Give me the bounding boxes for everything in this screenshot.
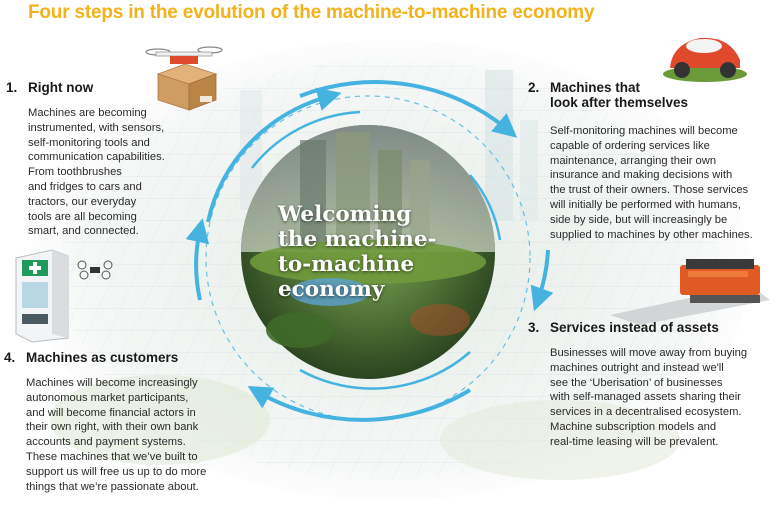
step-body-line: tractors, our everyday [28,195,137,208]
pharmacy-vending-machine [15,249,69,343]
step-heading-line: look after themselves [550,95,689,110]
step-body-line: with self-managed assets sharing their [550,391,741,404]
step-1: 1. Right now Machines are becoming instr… [6,80,191,240]
step-body: Machines are becoming instrumented, with… [28,106,188,239]
center-heading-line: Welcoming [278,202,412,227]
step-body-line: These machines that we’ve built to [26,450,198,463]
center-heading: Welcoming the machine- to-machine econom… [278,202,468,302]
step-body-line: will initially be performed with humans, [550,198,741,211]
step-4: 4. Machines as customers Machines will b… [4,350,244,500]
step-body-line: maintenance, arranging their own [550,154,717,167]
step-body-line: instrumented, with sensors, [28,121,165,134]
road-paving-machine [610,259,770,325]
step-heading: Services instead of assets [550,320,719,335]
step-number: 3. [528,320,540,335]
step-body-line: support us will free us up to do more [26,465,207,478]
step-body-line: capable of ordering services like [550,139,710,152]
step-number: 4. [4,350,16,365]
step-heading: Right now [28,80,94,95]
step-heading: Machines as customers [26,350,179,365]
step-body: Machines will become increasingly autono… [26,376,244,494]
step-body-line: Machines are becoming [28,107,147,119]
step-body-line: and fridges to cars and [28,180,142,193]
drone-delivery-parcel [145,46,223,111]
step-body-line: real-time leasing will be prevalent. [550,435,719,448]
center-heading-line: the machine- [278,227,437,252]
page-title: Four steps in the evolution of the machi… [28,2,595,23]
step-number: 2. [528,80,540,95]
step-body-line: accounts and payment systems. [26,436,186,449]
step-heading: Machines that look after themselves [550,80,750,110]
step-body-line: machines outright and instead we'll [550,361,724,374]
step-body-line: From toothbrushes [28,166,122,179]
step-body-line: communication capabilities. [28,151,165,164]
step-body-line: the trust of their owners. Those service… [550,184,749,197]
step-number: 1. [6,80,18,95]
step-body-line: smart, and connected. [28,225,139,238]
step-body: Self-monitoring machines will become cap… [550,124,778,242]
step-body-line: insurance and making decisions with [550,169,733,182]
step-body-line: their own right, with their own bank [26,421,199,434]
step-body-line: self-monitoring tools and [28,136,150,149]
step-body-line: tools are all becoming [28,210,137,223]
step-body-line: see the ‘Uberisation’ of businesses [550,376,723,389]
step-body-line: Self-monitoring machines will become [550,125,738,137]
step-body-line: services in a decentralised ecosystem. [550,406,742,419]
step-body-line: and will become financial actors in [26,406,196,419]
step-body-line: supplied to machines by other machines. [550,228,753,241]
center-heading-line: economy [278,277,385,302]
step-3: 3. Services instead of assets Businesses… [528,320,778,460]
step-body-line: autonomous market participants, [26,391,189,404]
step-body-line: things that we’re passionate about. [26,480,199,493]
step-body-line: Machine subscription models and [550,420,717,433]
city-landscape-globe [241,125,495,379]
small-drone [77,260,113,280]
step-heading-line: Machines that [550,80,641,95]
center-heading-line: to-machine [278,252,415,277]
step-body-line: Businesses will move away from buying [550,347,748,359]
step-body: Businesses will move away from buying ma… [550,346,772,450]
robot-lawn-mower [663,37,747,82]
step-body-line: Machines will become increasingly [26,377,198,389]
step-2: 2. Machines that look after themselves S… [528,80,778,250]
step-body-line: side by side, but will increasingly be [550,213,728,226]
